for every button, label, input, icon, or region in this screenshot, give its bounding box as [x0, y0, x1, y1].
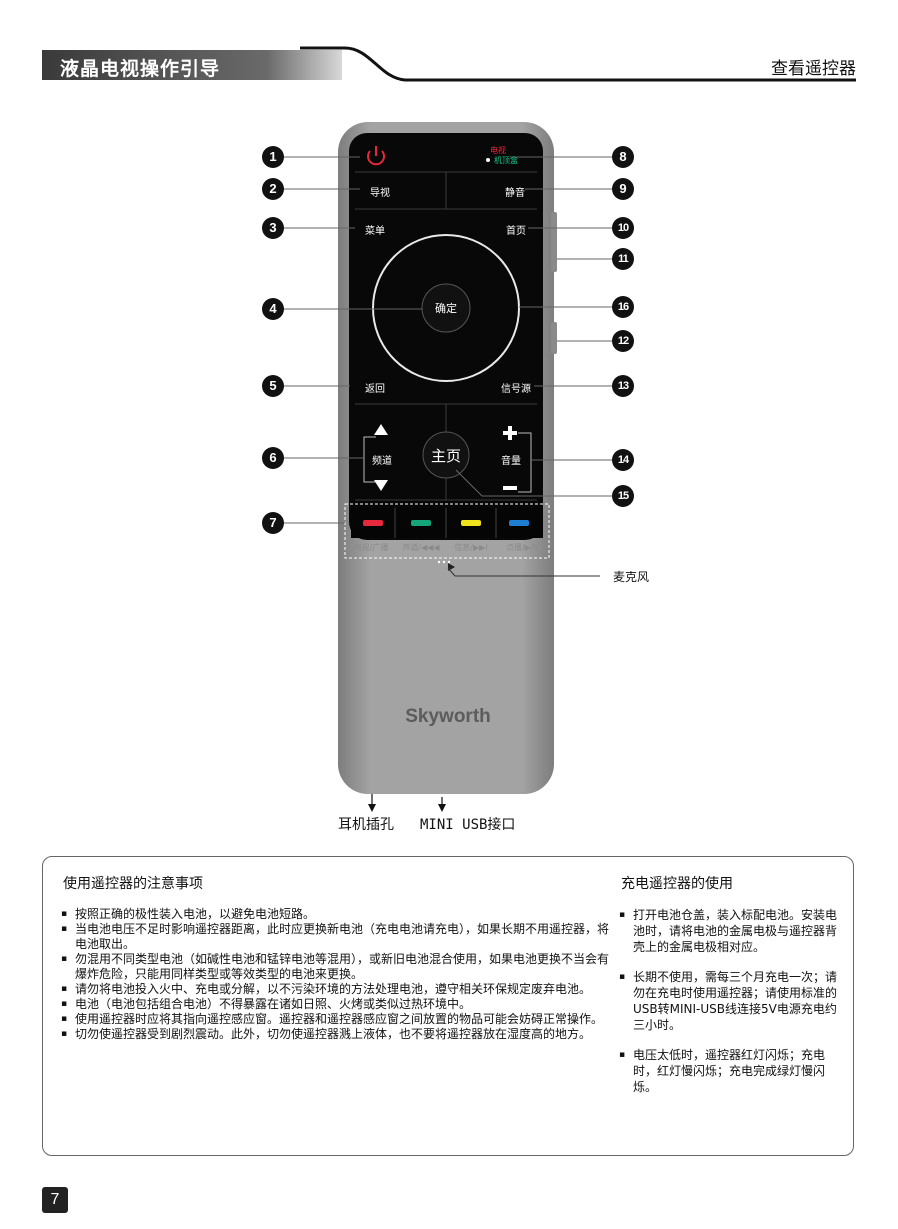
callout-5: 5	[262, 375, 284, 397]
side-button-lower	[551, 322, 557, 354]
callout-11: 11	[612, 248, 634, 270]
brand-logo: Skyworth	[405, 706, 491, 727]
list-item: 切勿使遥控器受到剧烈震动。此外，切勿使遥控器溅上液体，也不要将遥控器放在湿度高的…	[61, 1027, 616, 1042]
callout-8: 8	[612, 146, 634, 168]
callout-10: 10	[612, 217, 634, 239]
notes-left-list: 按照正确的极性装入电池，以避免电池短路。 当电池电压不足时影响遥控器距离，此时应…	[61, 907, 616, 1042]
color-key-1[interactable]	[411, 520, 431, 526]
list-item: 勿混用不同类型电池（如碱性电池和锰锌电池等混用），或新旧电池混合使用，如果电池更…	[61, 952, 616, 982]
list-item: 按照正确的极性装入电池，以避免电池短路。	[61, 907, 616, 922]
channel-down-icon	[374, 480, 388, 491]
home-page-button[interactable]: 首页	[506, 226, 526, 237]
color-key-2[interactable]	[461, 520, 481, 526]
header-section-title: 查看遥控器	[771, 59, 856, 79]
color-key-caption-yellow: 信息/▶▶I	[454, 543, 488, 552]
list-item: 电池（电池包括组合电池）不得暴露在诸如日照、火烤或类似过热环境中。	[61, 997, 616, 1012]
back-button[interactable]: 返回	[365, 384, 385, 395]
notes-right-list: 打开电池仓盖，装入标配电池。安装电池时，请将电池的金属电极与遥控器背壳上的金属电…	[619, 907, 847, 1109]
earphone-jack-label: 耳机插孔	[338, 817, 394, 833]
power-icon	[367, 146, 385, 166]
callout-2: 2	[262, 178, 284, 200]
callout-1: 1	[262, 146, 284, 168]
callout-13: 13	[612, 375, 634, 397]
channel-label: 频道	[372, 456, 392, 467]
color-key-caption-green: 声道/◀◀◀	[402, 543, 440, 552]
mode-tv-label: 电视	[490, 146, 506, 155]
volume-label: 音量	[501, 456, 521, 467]
list-item: 长期不使用，需每三个月充电一次；请勿在充电时使用遥控器；请使用标准的USB转MI…	[619, 969, 847, 1033]
list-item: 电压太低时，遥控器红灯闪烁；充电时，红灯慢闪烁；充电完成绿灯慢闪烁。	[619, 1047, 847, 1095]
color-key-row	[351, 508, 543, 538]
remote-illustration	[284, 122, 612, 812]
color-key-caption-blue: 点播/▶/II	[505, 543, 539, 552]
callout-16: 16	[612, 296, 634, 318]
callout-7: 7	[262, 512, 284, 534]
notes-left-title: 使用遥控器的注意事项	[63, 876, 203, 892]
mode-indicator-dot	[486, 158, 490, 162]
menu-button[interactable]: 菜单	[365, 226, 385, 237]
ok-button	[421, 283, 471, 333]
dpad-ring	[372, 234, 520, 382]
mini-usb-label: MINI USB接口	[420, 817, 516, 833]
header-title: 液晶电视操作引导	[60, 58, 221, 80]
color-key-outline	[344, 503, 550, 559]
notes-right-title: 充电遥控器的使用	[621, 876, 733, 892]
callout-12: 12	[612, 330, 634, 352]
source-button[interactable]: 信号源	[501, 384, 531, 395]
color-key-caption-red: 电视/广播	[353, 543, 389, 552]
color-key-0[interactable]	[363, 520, 383, 526]
main-home-button	[422, 431, 470, 479]
callout-15: 15	[612, 485, 634, 507]
list-item: 打开电池仓盖，装入标配电池。安装电池时，请将电池的金属电极与遥控器背壳上的金属电…	[619, 907, 847, 955]
mode-stb-label: 机顶盒	[494, 156, 518, 165]
mute-button[interactable]: 静音	[505, 188, 525, 199]
callout-9: 9	[612, 178, 634, 200]
volume-minus-icon	[503, 486, 517, 490]
list-item: 请勿将电池投入火中、充电或分解，以不污染环境的方法处理电池，遵守相关环保规定废弃…	[61, 982, 616, 997]
side-button-upper	[551, 212, 557, 272]
volume-plus-icon	[503, 426, 517, 440]
header-banner	[42, 46, 856, 82]
callout-3: 3	[262, 217, 284, 239]
notes-box: 使用遥控器的注意事项 按照正确的极性装入电池，以避免电池短路。 当电池电压不足时…	[42, 856, 854, 1156]
list-item: 当电池电压不足时影响遥控器距离，此时应更换新电池（充电电池请充电），如果长期不用…	[61, 922, 616, 952]
mic-label: 麦克风	[613, 570, 650, 584]
callout-6: 6	[262, 447, 284, 469]
guide-button[interactable]: 导视	[370, 188, 390, 199]
channel-up-icon	[374, 424, 388, 435]
main-home-label[interactable]: 主页	[430, 447, 461, 465]
list-item: 使用遥控器时应将其指向遥控感应窗。遥控器和遥控器感应窗之间放置的物品可能会妨碍正…	[61, 1012, 616, 1027]
callout-14: 14	[612, 449, 634, 471]
remote-face	[349, 133, 543, 540]
ok-label[interactable]: 确定	[435, 302, 457, 315]
color-key-3[interactable]	[509, 520, 529, 526]
page-number: 7	[42, 1187, 68, 1213]
callout-4: 4	[262, 298, 284, 320]
